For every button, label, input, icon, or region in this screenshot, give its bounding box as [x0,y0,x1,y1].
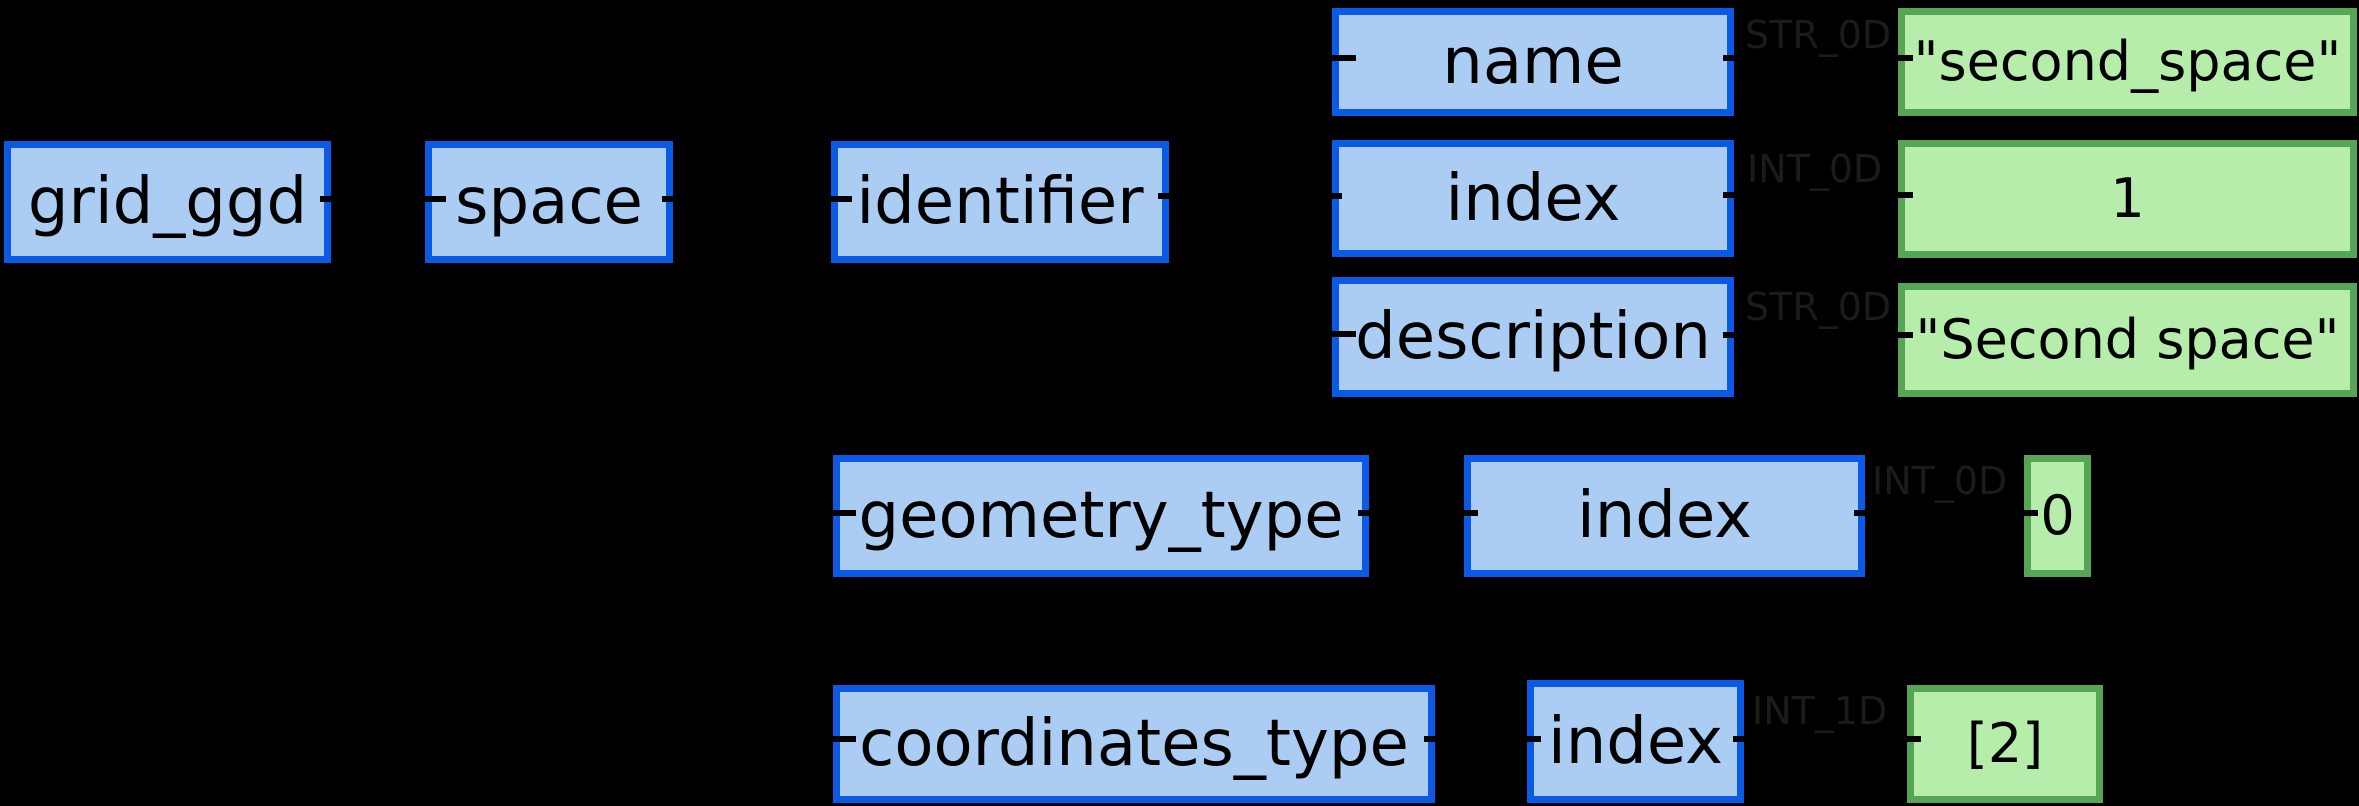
edge-line [1854,510,2038,516]
value-index-coordinates: [2] [1907,685,2103,803]
node-index-coordinates: index [1527,680,1744,803]
value-name: "second_space" [1898,8,2357,116]
edge-label-index-coordinates-type: INT_1D [1752,689,1888,733]
node-geometry-type: geometry_type [833,455,1369,577]
edge-line [1316,55,1356,61]
edge-line [1158,193,1342,199]
node-space: space [425,141,673,263]
value-description: "Second space" [1898,283,2357,397]
edge-line [662,196,852,202]
edge-line [820,510,856,516]
node-index-identifier: index [1332,140,1734,257]
edge-line [1723,192,1913,198]
node-coordinates-type: coordinates_type [833,685,1435,803]
edge-line [820,736,856,742]
edge-line [1424,736,1541,742]
node-index-geometry: index [1464,455,1865,577]
edge-line [1723,55,1913,61]
edge-label-index-identifier-type: INT_0D [1747,147,1883,191]
edge-line [320,196,446,202]
node-grid-ggd: grid_ggd [4,141,331,263]
edge-line [1733,736,1921,742]
edge-line [1358,510,1478,516]
node-name: name [1332,8,1734,116]
edge-line [1316,331,1356,337]
edge-label-index-geometry-type: INT_0D [1872,459,2008,503]
edge-label-name-type: STR_0D [1745,13,1892,57]
node-identifier: identifier [831,141,1169,263]
node-description: description [1332,277,1734,397]
edge-line [1723,332,1913,338]
edge-label-description-type: STR_0D [1745,285,1892,329]
value-index-identifier: 1 [1898,140,2357,258]
value-index-geometry: 0 [2024,455,2091,577]
